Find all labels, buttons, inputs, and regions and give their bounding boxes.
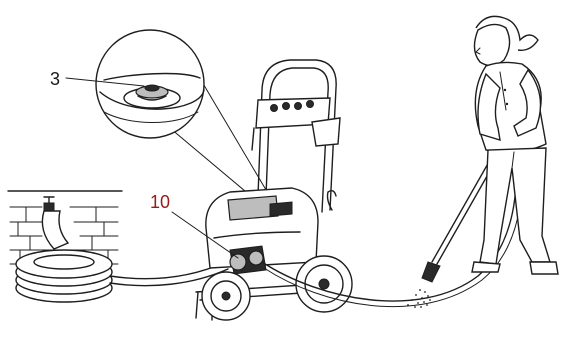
person-figure-icon — [472, 16, 558, 274]
callout-label-3: 3 — [50, 70, 60, 88]
hose-coil-icon — [16, 250, 228, 302]
callout-label-10: 10 — [150, 193, 170, 211]
magnifier-callout-icon — [66, 30, 272, 212]
